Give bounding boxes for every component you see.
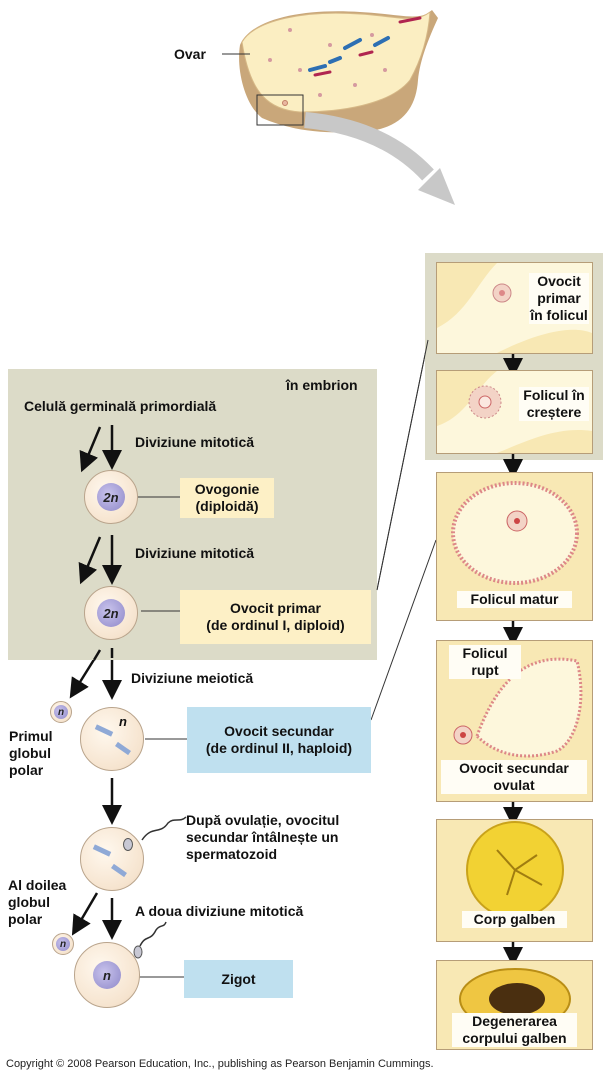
chromosome xyxy=(115,741,131,756)
nucleus-n-polar1: n xyxy=(54,705,68,719)
secondary-oocyte-cell: n xyxy=(80,707,144,771)
nucleus-2n: 2n xyxy=(97,483,125,511)
zygote-box: Zigot xyxy=(184,960,293,998)
panel-3-label: Folicul matur xyxy=(457,591,572,608)
panel-mature-follicle: Folicul matur xyxy=(436,472,593,621)
panel-5-label: Corp galben xyxy=(462,911,567,928)
ploidy-n: n xyxy=(119,714,127,729)
copyright-text: Copyright © 2008 Pearson Education, Inc.… xyxy=(6,1058,434,1070)
second-polar-body: n xyxy=(52,933,74,955)
panel-4-sublabel: Ovocit secundar ovulat xyxy=(441,760,587,794)
embryo-label: în embrion xyxy=(286,377,358,393)
primordial-label: Celulă germinală primordială xyxy=(24,398,217,414)
ovulation-note: După ovulație, ovocitul secundar întâlne… xyxy=(186,812,340,862)
oogonium-cell: 2n xyxy=(84,470,138,524)
panel-4-label: Folicul rupt xyxy=(449,645,521,679)
ovary-label: Ovar xyxy=(174,46,206,62)
ovary-image xyxy=(239,10,438,133)
secondary-oocyte-box: Ovocit secundar (de ordinul II, haploid) xyxy=(187,707,371,773)
panel-ruptured-follicle: Folicul rupt Ovocit secundar ovulat xyxy=(436,640,593,802)
panel-6-label: Degenerarea corpului galben xyxy=(452,1013,577,1047)
panel-1-label: Ovocit primar în folicul xyxy=(529,273,589,324)
first-polar-body: n xyxy=(50,701,72,723)
nucleus-n-zygote: n xyxy=(93,961,121,989)
zygote-cell: n xyxy=(74,942,140,1008)
panel-primary-follicle: Ovocit primar în folicul xyxy=(436,262,593,354)
sperm-head-icon xyxy=(123,838,133,851)
mitosis-3-label: A doua diviziune mitotică xyxy=(135,903,304,919)
sperm-tail-icon xyxy=(141,816,187,841)
chromosome xyxy=(94,724,114,737)
oogonium-box: Ovogonie (diploidă) xyxy=(180,478,274,518)
sperm-icon xyxy=(133,921,167,959)
primary-oocyte-cell: 2n xyxy=(84,586,138,640)
panel-degenerating-corpus: Degenerarea corpului galben xyxy=(436,960,593,1050)
panel-2-label: Folicul în creștere xyxy=(519,387,589,421)
nucleus-n-polar2: n xyxy=(56,937,70,951)
panel-growing-follicle: Folicul în creștere xyxy=(436,370,593,454)
nucleus-2n-primary: 2n xyxy=(97,599,125,627)
primary-oocyte-box: Ovocit primar (de ordinul I, diploid) xyxy=(180,590,371,644)
meiosis-label: Diviziune meiotică xyxy=(131,670,254,686)
chromosome xyxy=(92,844,112,857)
panel-corpus-luteum: Corp galben xyxy=(436,819,593,942)
first-polar-label: Primul globul polar xyxy=(9,728,53,778)
chromosome xyxy=(111,863,127,878)
mitosis-1-label: Diviziune mitotică xyxy=(135,434,255,450)
second-polar-label: Al doilea globul polar xyxy=(8,877,67,927)
mitosis-2-label: Diviziune mitotică xyxy=(135,545,255,561)
fertilized-oocyte-cell xyxy=(80,827,144,891)
